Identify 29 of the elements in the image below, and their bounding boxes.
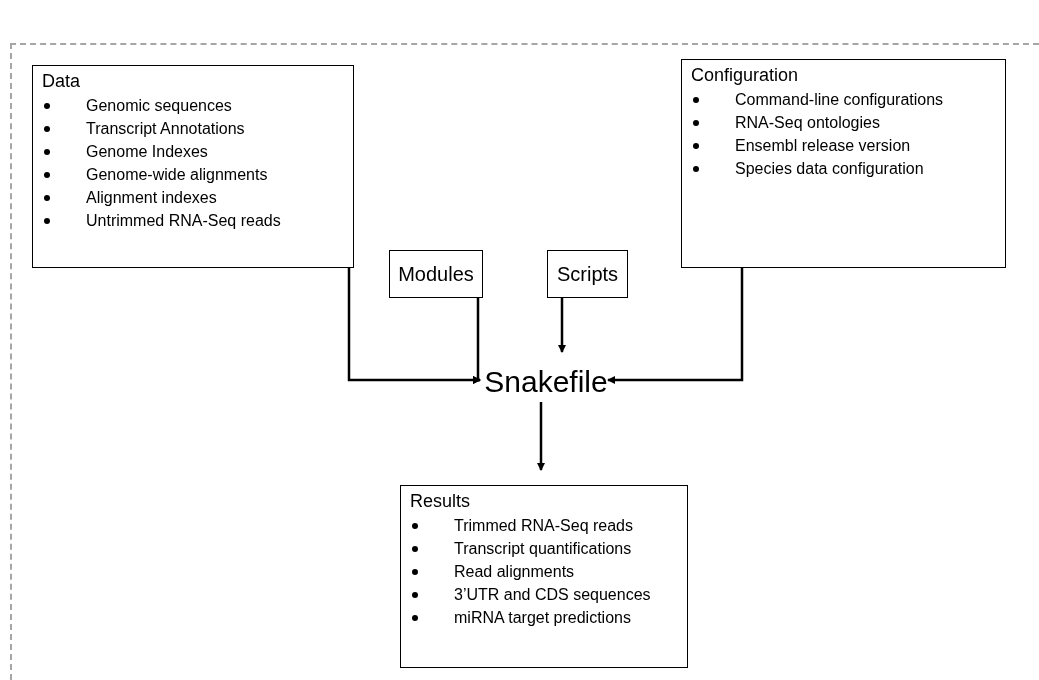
process-box: Modules (389, 250, 483, 298)
arrow (473, 296, 481, 384)
list-item: Genomic sequences (86, 96, 232, 116)
list-item: Trimmed RNA-Seq reads (454, 516, 633, 536)
list-item: Transcript Annotations (86, 119, 245, 139)
list-item: Untrimmed RNA-Seq reads (86, 211, 281, 231)
list-item: Read alignments (454, 562, 575, 582)
list-item: Species data configuration (735, 159, 924, 179)
process-label: Snakefile (482, 360, 610, 404)
box-heading: Data (42, 70, 82, 93)
list-item: Ensembl release version (735, 136, 911, 156)
box-heading: Results (410, 490, 472, 513)
list-item: RNA-Seq ontologies (735, 113, 880, 133)
arrow (558, 296, 566, 353)
list-item: 3’UTR and CDS sequences (454, 585, 651, 605)
list-item: Alignment indexes (86, 188, 217, 208)
list-item: Command-line configurations (735, 90, 944, 110)
list-box (400, 485, 688, 668)
arrow (537, 402, 545, 471)
list-item: Genome-wide alignments (86, 165, 268, 185)
list-box (32, 65, 354, 268)
list-item: Genome Indexes (86, 142, 208, 162)
list-box (681, 59, 1006, 268)
arrow (607, 266, 744, 384)
box-heading: Configuration (691, 64, 800, 87)
dashed-frame (10, 43, 1039, 680)
list-item: miRNA target predictions (454, 608, 631, 628)
list-item: Transcript quantifications (454, 539, 632, 559)
process-box: Scripts (547, 250, 628, 298)
